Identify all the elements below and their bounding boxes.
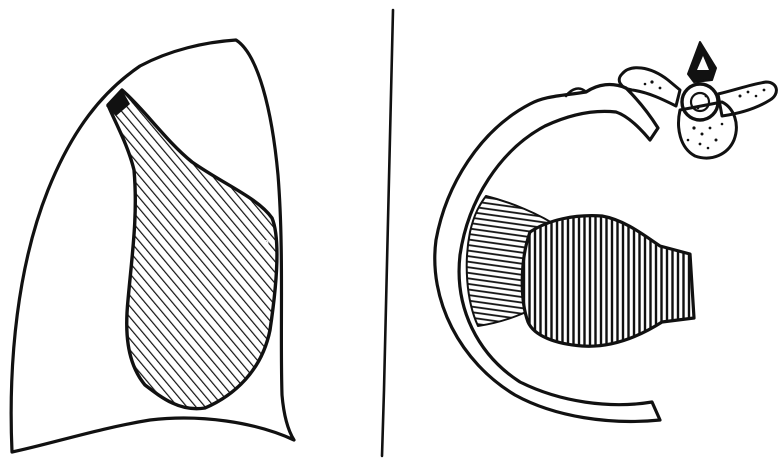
transverse-process-right [718,82,776,116]
right-crosssection-panel [435,42,777,421]
left-lung-panel: b [11,40,294,452]
vertical-hatched-mass [522,216,694,347]
spinal-canal-ring [682,84,718,120]
marker-label-b: b [262,236,269,249]
vertebral-body [679,102,737,158]
panel-divider [382,10,393,456]
hatched-mass [108,90,277,409]
bone-stipple [644,80,766,149]
transverse-process-left [619,68,680,106]
